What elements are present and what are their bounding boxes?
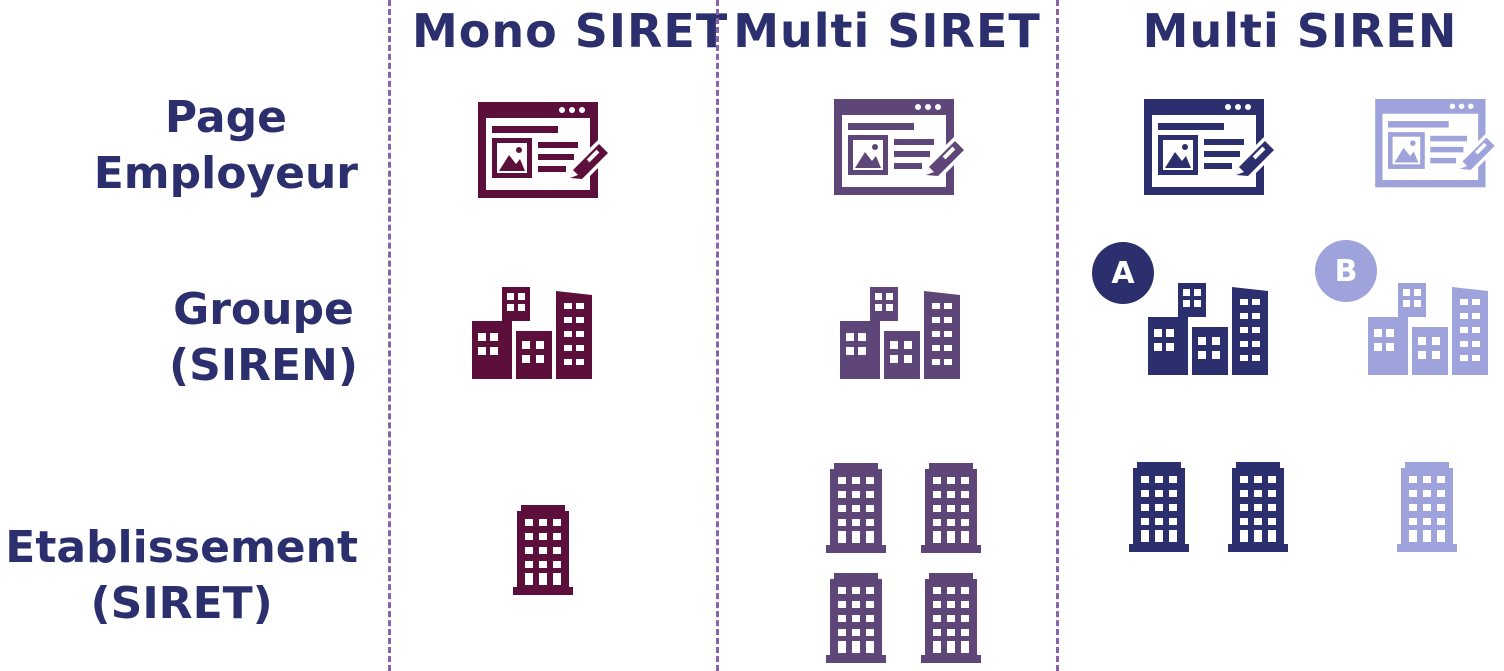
establishment-building-icon bbox=[513, 505, 573, 595]
company-group-icon bbox=[1368, 283, 1488, 375]
row-label-etablissement: Etablissement(SIRET) bbox=[5, 522, 358, 629]
employer-page-icon bbox=[478, 102, 618, 202]
company-group-icon bbox=[1148, 283, 1268, 375]
column-divider bbox=[716, 0, 719, 671]
company-group-icon bbox=[472, 287, 592, 379]
column-header-multi-siret: Multi SIRET bbox=[733, 4, 1041, 58]
employer-page-icon bbox=[834, 99, 974, 199]
column-header-mono-siret: Mono SIRET bbox=[412, 4, 729, 58]
establishment-building-icon bbox=[1397, 462, 1457, 552]
column-divider bbox=[388, 0, 391, 671]
column-header-multi-siren: Multi SIREN bbox=[1142, 4, 1458, 58]
establishment-building-icon bbox=[1129, 462, 1189, 552]
row-label-groupe: Groupe(SIREN) bbox=[168, 284, 358, 391]
establishment-building-icon bbox=[826, 463, 886, 553]
employer-page-icon bbox=[1144, 99, 1284, 199]
establishment-building-icon bbox=[921, 463, 981, 553]
column-divider bbox=[1056, 0, 1059, 671]
employer-page-icon bbox=[1375, 99, 1504, 191]
badge-b: B bbox=[1315, 240, 1377, 302]
company-group-icon bbox=[840, 287, 960, 379]
badge-a: A bbox=[1092, 242, 1154, 304]
establishment-building-icon bbox=[826, 573, 886, 663]
establishment-building-icon bbox=[1228, 462, 1288, 552]
establishment-building-icon bbox=[921, 573, 981, 663]
